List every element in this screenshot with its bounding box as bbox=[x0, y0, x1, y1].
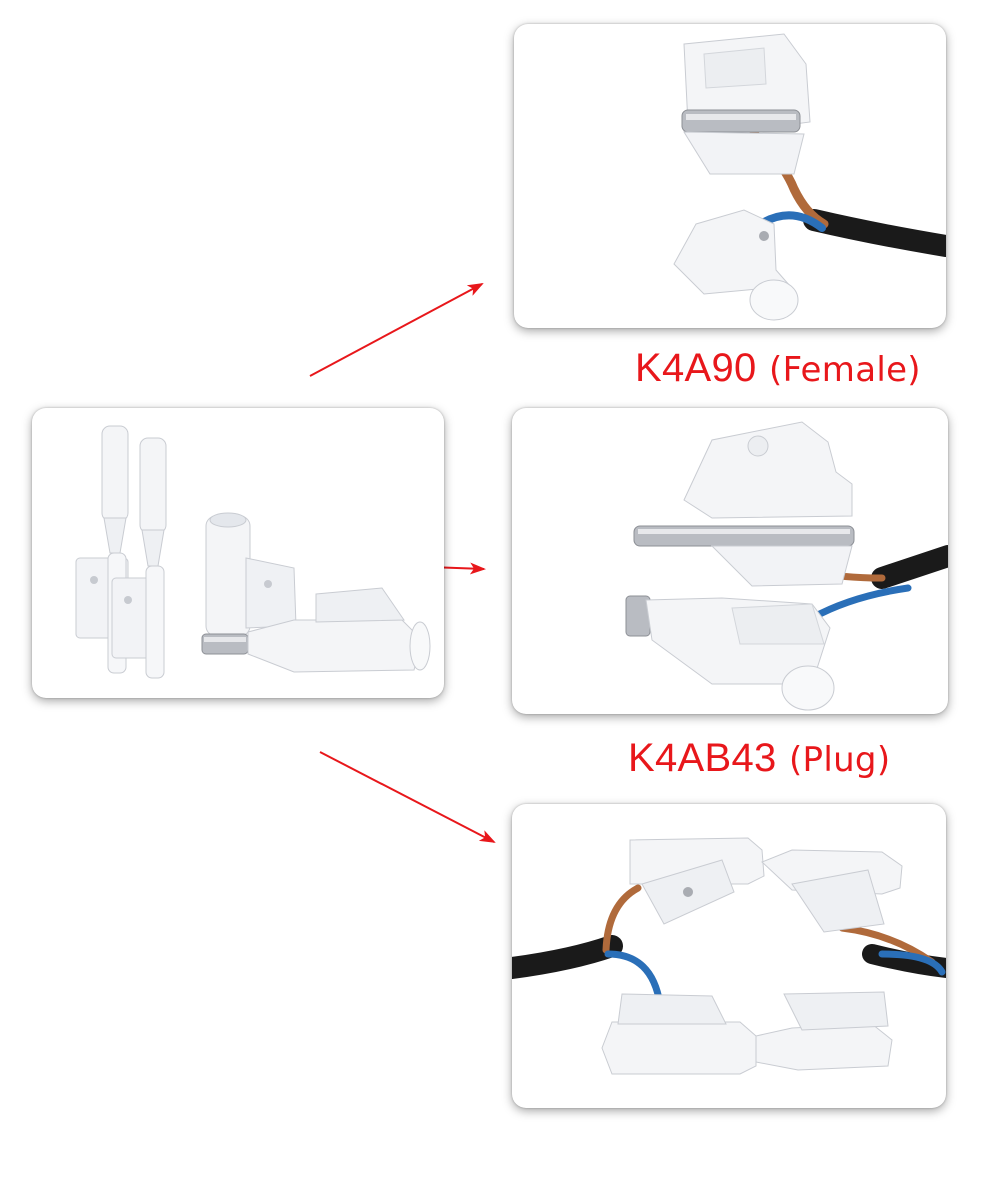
plug-type-text: (Plug) bbox=[788, 740, 891, 780]
female-connector-photo-card bbox=[514, 24, 946, 328]
assembly-connector-image bbox=[625, 421, 948, 711]
connector-pair-photo-card bbox=[512, 804, 946, 1108]
parts-photo-card bbox=[32, 408, 444, 698]
arrow-to-female-icon bbox=[309, 283, 484, 377]
connector-pair-image bbox=[512, 837, 946, 1075]
plug-model-code: K4AB43 bbox=[628, 736, 777, 780]
female-model-code: K4A90 bbox=[635, 346, 757, 390]
assembly-photo-card bbox=[512, 408, 948, 714]
female-connector-label: K4A90 (Female) bbox=[635, 346, 921, 391]
female-type-text: (Female) bbox=[769, 350, 921, 390]
arrow-to-pair-icon bbox=[319, 751, 496, 843]
plug-connector-label: K4AB43 (Plug) bbox=[628, 736, 890, 781]
connector-parts-image bbox=[75, 425, 431, 679]
female-connector-image bbox=[673, 33, 946, 321]
